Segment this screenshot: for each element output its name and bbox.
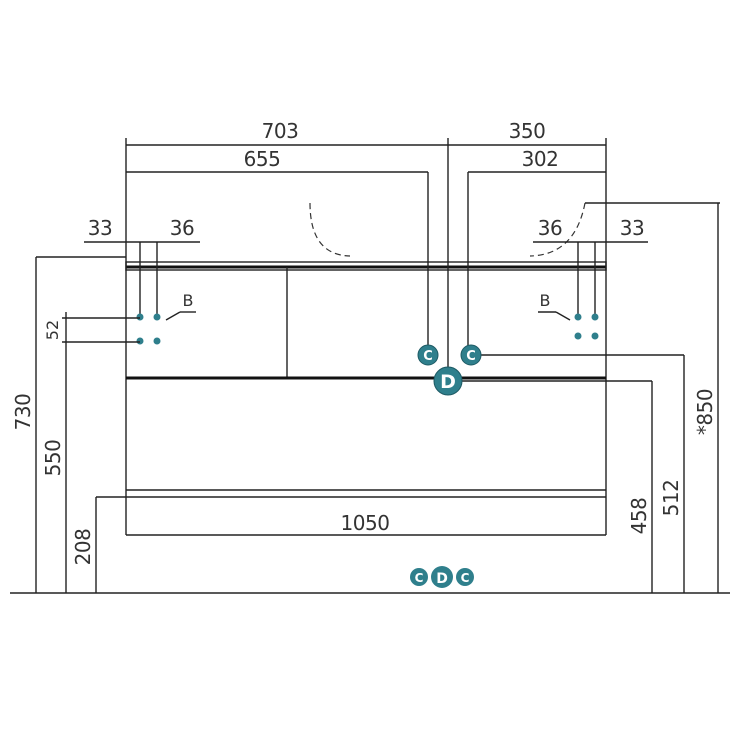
dim-right-33: 33 [620, 216, 644, 240]
marker-c-left-label: C [423, 349, 433, 364]
supply-point-right-4 [591, 332, 599, 340]
leader-right-b [555, 311, 571, 321]
dim-703: 703 [262, 119, 299, 143]
dim-550: 550 [41, 440, 65, 477]
dim-655: 655 [244, 147, 281, 171]
dim-730: 730 [11, 394, 35, 431]
supply-point-left-2 [153, 313, 161, 321]
marker-d-main: D [433, 366, 463, 396]
dim-52: 52 [43, 320, 62, 340]
legend-d-label: D [436, 571, 448, 587]
supply-point-left-4 [153, 337, 161, 345]
dim-right-36: 36 [538, 216, 562, 240]
leader-left-b [165, 311, 181, 321]
dim-left-36: 36 [170, 216, 194, 240]
dim-458: 458 [627, 498, 651, 535]
dim-208: 208 [71, 529, 95, 566]
marker-c-left: C [417, 344, 439, 366]
supply-point-right-3 [574, 332, 582, 340]
marker-c-right-label: C [466, 349, 476, 364]
legend-d: D [431, 566, 453, 588]
supply-point-left-1 [136, 313, 144, 321]
legend-c-1: C [410, 568, 428, 586]
label-b-right: B [540, 291, 551, 310]
supply-point-right-2 [591, 313, 599, 321]
dim-1050: 1050 [341, 511, 390, 535]
supply-point-left-3 [136, 337, 144, 345]
supply-point-right-1 [574, 313, 582, 321]
legend-c-2: C [456, 568, 474, 586]
marker-c-right: C [460, 344, 482, 366]
dim-350: 350 [509, 119, 546, 143]
legend-c-2-label: C [461, 571, 470, 585]
dim-left-33: 33 [88, 216, 112, 240]
legend-c-1-label: C [415, 571, 424, 585]
marker-d-main-label: D [440, 371, 456, 393]
basin-left-curve [309, 202, 351, 257]
dim-512: 512 [659, 480, 683, 517]
dim-302: 302 [522, 147, 559, 171]
label-b-left: B [183, 291, 194, 310]
dim-850: *850 [693, 389, 717, 435]
